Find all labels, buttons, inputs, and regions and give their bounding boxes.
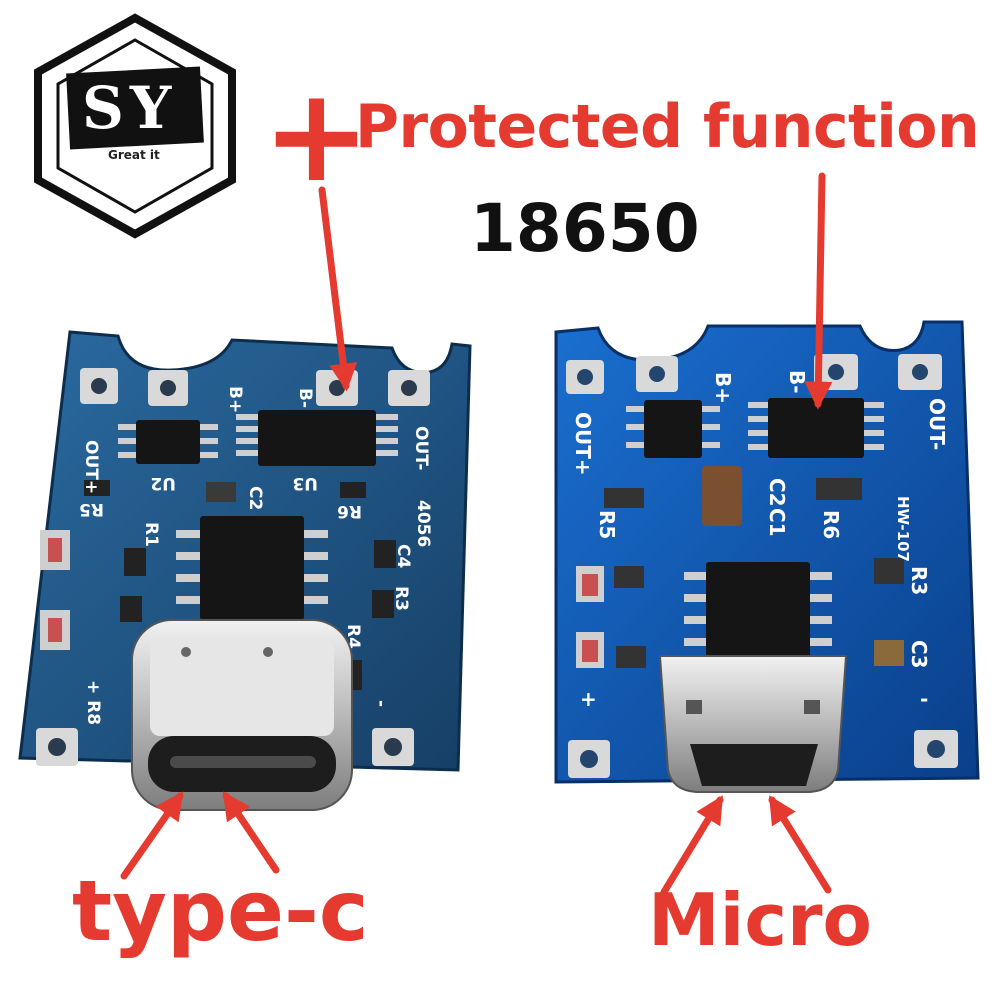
svg-text:OUT+: OUT+ xyxy=(81,440,101,494)
svg-text:-: - xyxy=(920,687,928,711)
svg-text:OUT-: OUT- xyxy=(925,398,949,450)
logo-letters: SY xyxy=(82,74,178,142)
svg-text:-: - xyxy=(371,700,391,707)
svg-text:R5: R5 xyxy=(79,499,104,519)
svg-text:R5: R5 xyxy=(595,510,619,539)
svg-text:B+: B+ xyxy=(225,386,245,413)
svg-text:R3: R3 xyxy=(391,586,411,611)
svg-text:C3: C3 xyxy=(907,640,931,669)
svg-text:R3: R3 xyxy=(907,566,931,595)
svg-text:B-: B- xyxy=(785,370,809,394)
svg-text:C1: C1 xyxy=(765,508,789,537)
headline-text: Protected function xyxy=(355,92,980,162)
svg-text:B+: B+ xyxy=(711,372,735,404)
right-charger-board: B+ B- OUT+ OUT- R5 R6 C1 C2 R3 C3 HW-107… xyxy=(554,320,980,793)
svg-text:OUT+: OUT+ xyxy=(571,412,595,476)
svg-text:+: + xyxy=(580,687,597,711)
annotation-arrows xyxy=(120,172,833,896)
svg-text:B-: B- xyxy=(295,388,315,408)
svg-text:C2: C2 xyxy=(245,486,265,510)
svg-text:C4: C4 xyxy=(393,544,413,568)
svg-text:+ R8: + R8 xyxy=(83,680,103,725)
svg-text:U3: U3 xyxy=(292,473,318,493)
plus-symbol: + xyxy=(262,59,371,211)
svg-text:R1: R1 xyxy=(141,522,161,547)
svg-text:R6: R6 xyxy=(337,501,362,521)
brand-logo xyxy=(34,13,236,239)
svg-text:U2: U2 xyxy=(150,473,176,493)
svg-text:R6: R6 xyxy=(819,510,843,539)
type-c-label: type-c xyxy=(72,862,369,960)
logo-tagline: Great it xyxy=(108,148,160,162)
svg-text:HW-107: HW-107 xyxy=(894,496,912,562)
svg-text:C2: C2 xyxy=(765,478,789,507)
svg-text:OUT-: OUT- xyxy=(411,426,431,470)
left-charger-board: B+ B- OUT+ OUT- R5 R6 U2 U3 C2 R1 C4 R3 … xyxy=(18,330,472,811)
battery-size-label: 18650 xyxy=(470,190,700,267)
micro-label: Micro xyxy=(648,878,872,962)
svg-text:4056: 4056 xyxy=(413,500,433,547)
